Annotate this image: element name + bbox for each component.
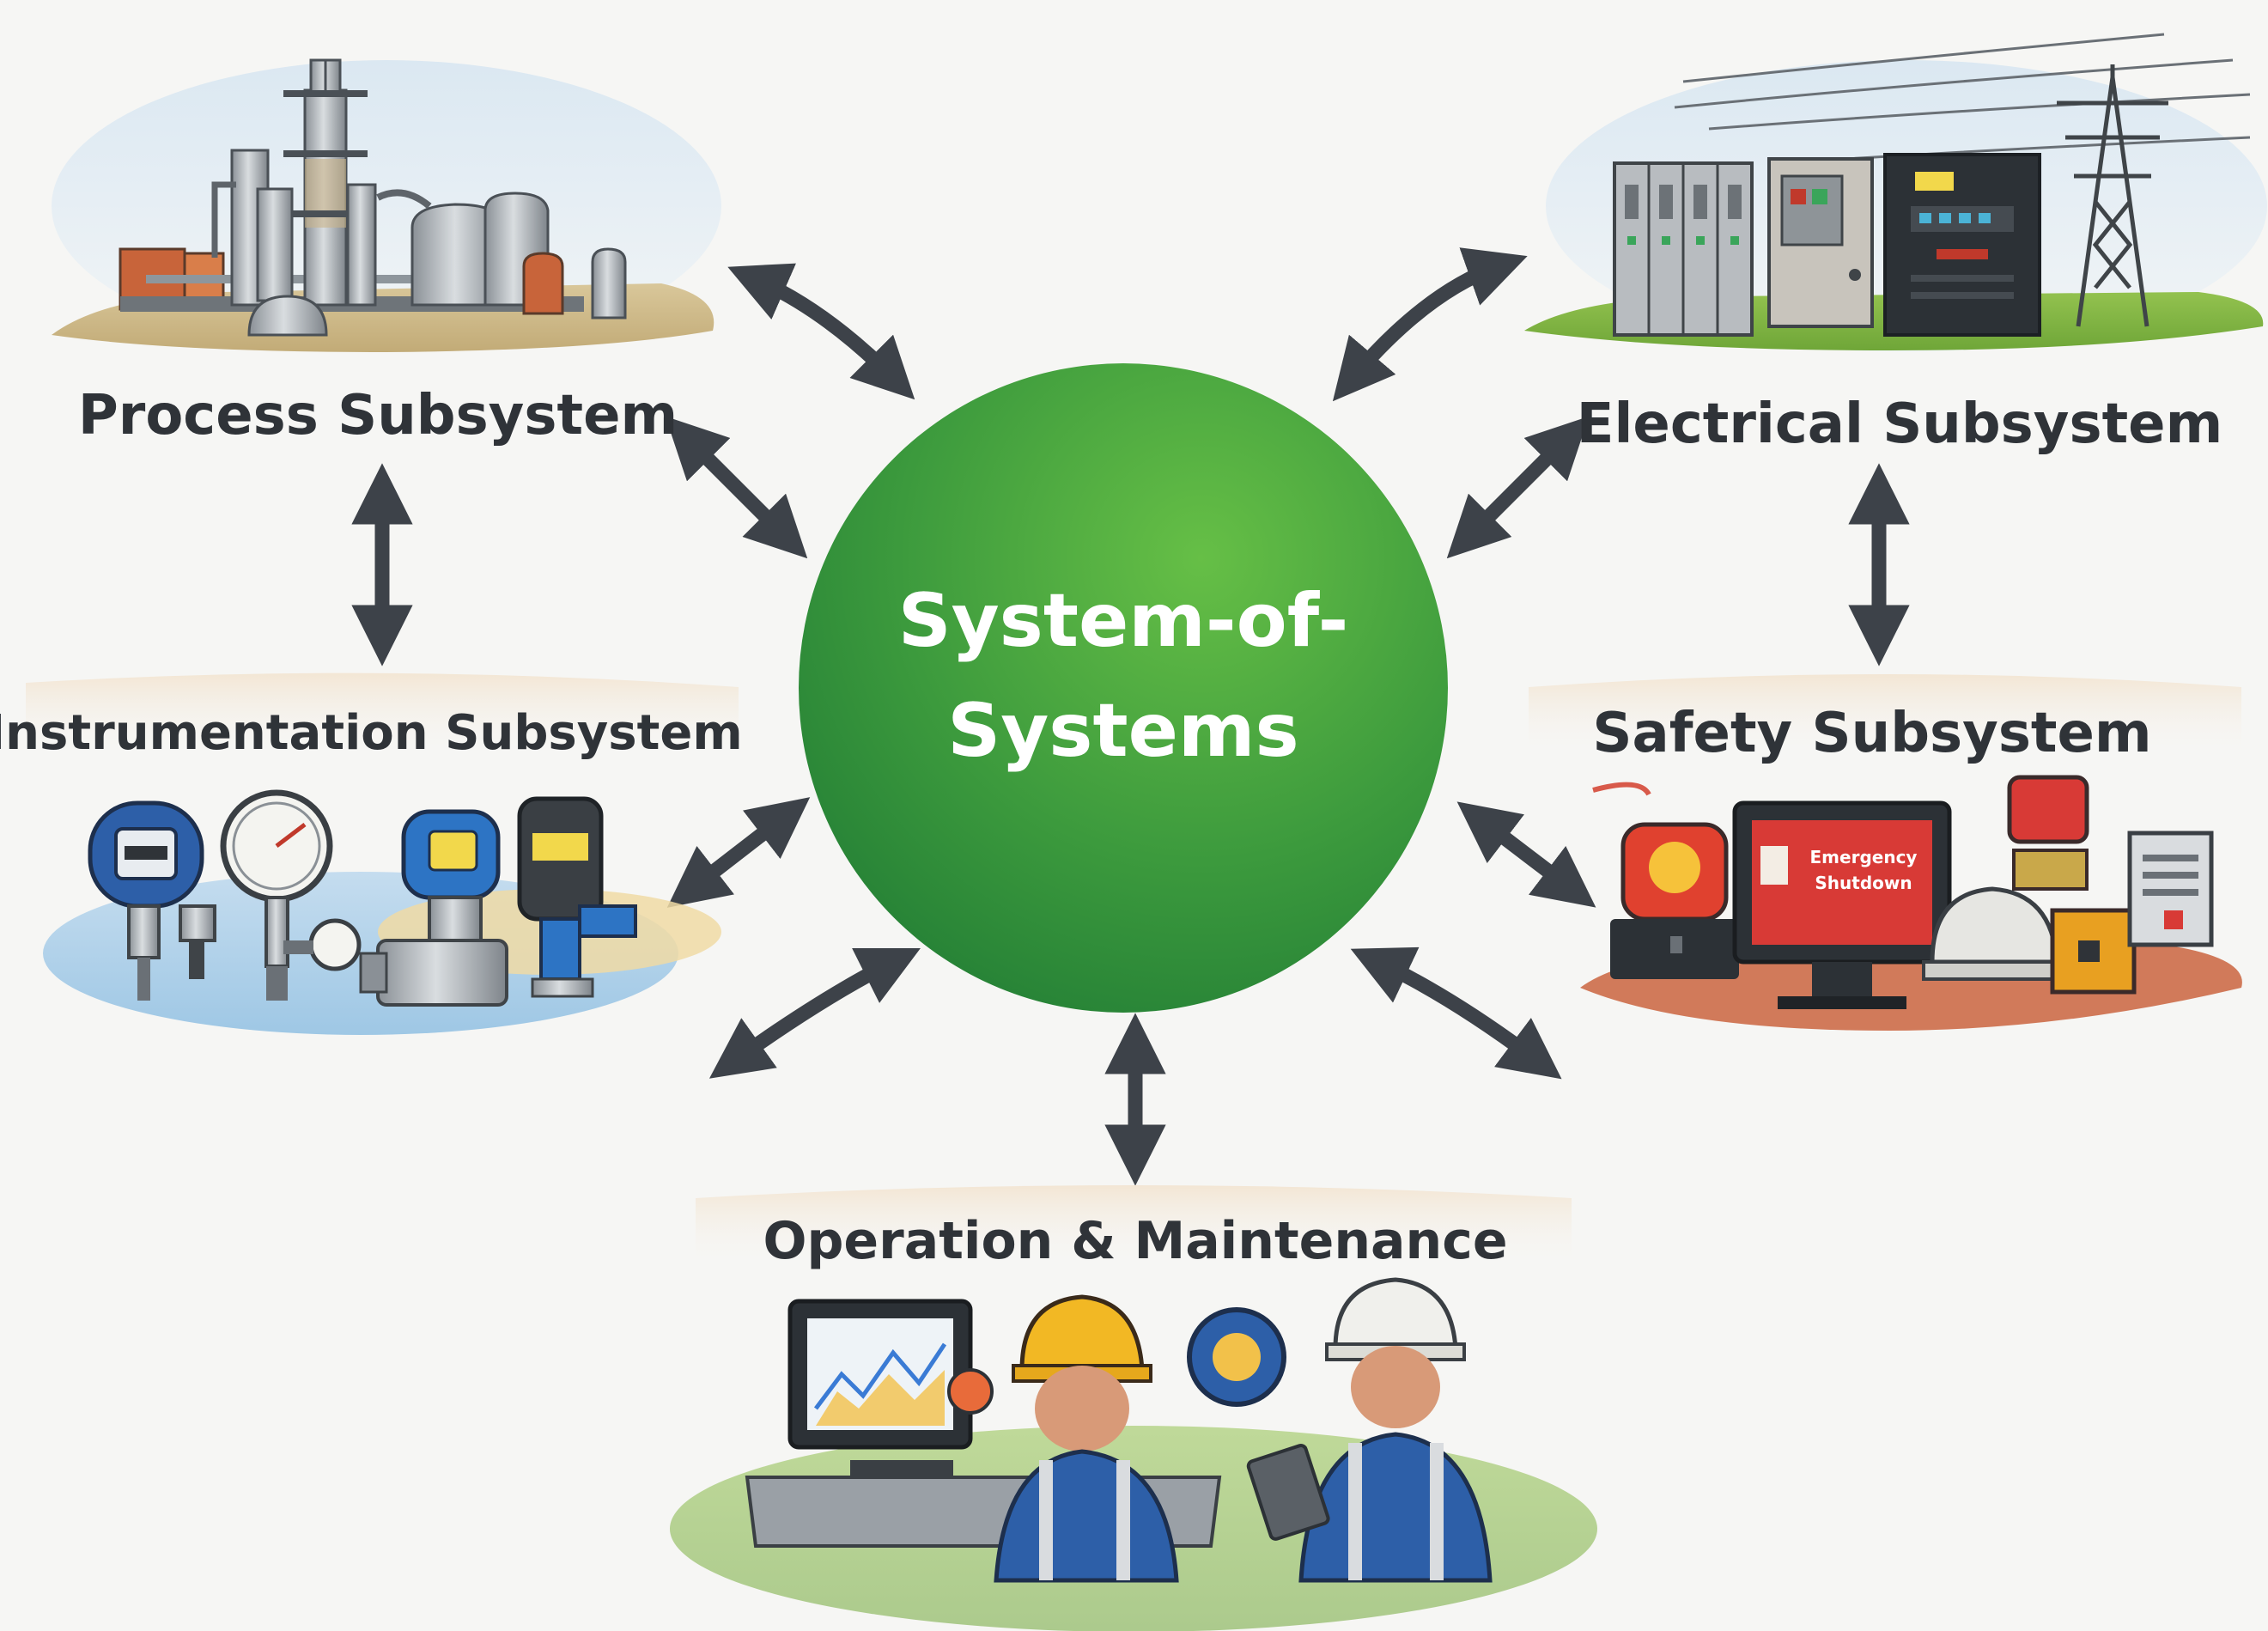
safety-devices-icon [2007, 775, 2214, 995]
pressure-gauge-icon [220, 789, 362, 1001]
transmission-tower-icon [2057, 64, 2168, 327]
instrumentation-subsystem-label: Instrumentation Subsystem [0, 705, 743, 761]
hub-circle [799, 363, 1448, 1013]
process-plant-icon [52, 58, 721, 352]
arrow-electrical-hub-upper [1332, 247, 1528, 402]
engineer-icon [994, 1294, 1179, 1583]
safety-band [1529, 674, 2242, 1031]
pressure-transmitter-icon [88, 800, 216, 1001]
arrow-electrical-hub-lower [1446, 416, 1590, 559]
arrow-process-hub-upper [727, 263, 915, 400]
electrical-subsystem-label: Electrical Subsystem [1577, 393, 2223, 456]
flow-transmitter-icon [359, 809, 508, 1007]
arrow-instrumentation-hub [666, 797, 811, 908]
emergency-label-line1: Emergency [1810, 847, 1918, 867]
hub-label-line2: Systems [947, 688, 1298, 774]
alarm-beacon-icon [1592, 782, 1739, 979]
engineer-with-tablet-icon [1246, 1277, 1493, 1583]
emergency-shutdown-monitor [1732, 800, 1952, 1009]
hub [799, 363, 1448, 1013]
electrical-cabinets-icon [1524, 33, 2267, 352]
hub-label-line1: System-of- [898, 578, 1349, 664]
hard-hat-icon [1922, 886, 2067, 981]
arrow-safety-operation [1350, 946, 1562, 1080]
emergency-label-line2: Shutdown [1815, 873, 1912, 893]
connection-arrows [351, 247, 1910, 1186]
arrow-process-hub-lower [665, 416, 808, 559]
process-subsystem-label: Process Subsystem [78, 384, 678, 447]
arrow-instrumentation-operation [708, 948, 921, 1079]
gear-icon [1187, 1307, 1286, 1407]
level-transmitter-icon [517, 796, 637, 998]
safety-subsystem-label: Safety Subsystem [1592, 702, 2151, 765]
arrow-safety-hub [1456, 801, 1596, 908]
operation-maintenance-label: Operation & Maintenance [763, 1211, 1507, 1271]
